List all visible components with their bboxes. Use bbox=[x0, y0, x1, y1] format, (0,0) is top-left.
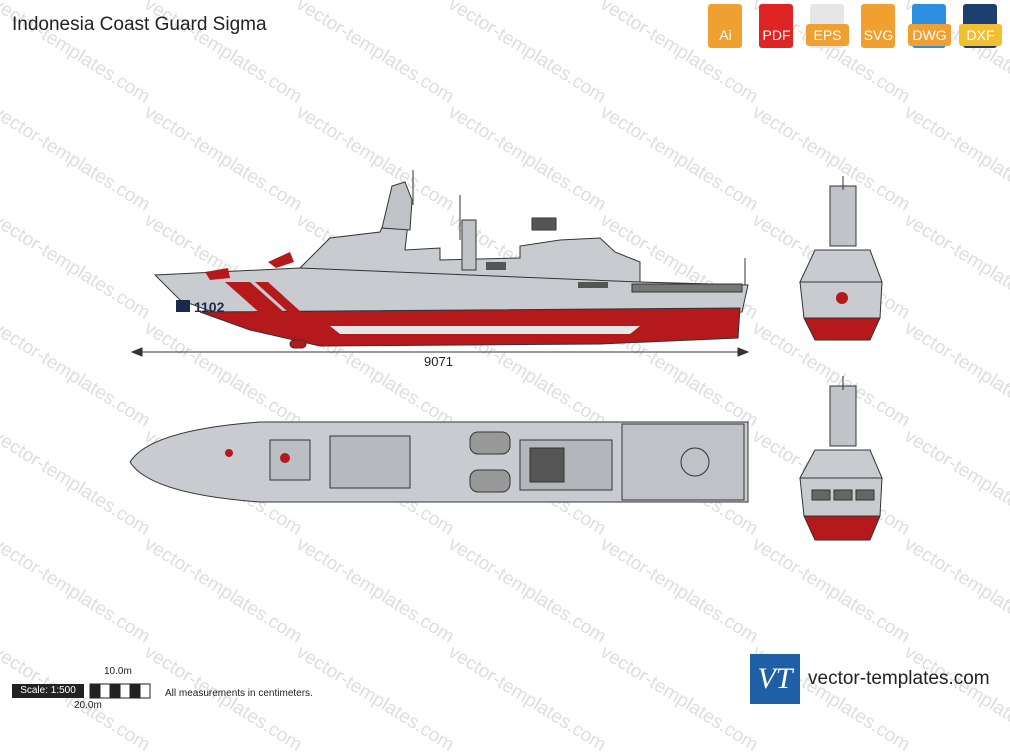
main-mast bbox=[381, 181, 413, 231]
scale-tick-20m: 20.0m bbox=[74, 700, 102, 711]
ship-blueprint: 1102 bbox=[89, 170, 883, 699]
format-icons: Ai PDF EPS SVG DWG DXF bbox=[704, 4, 1002, 50]
ai-format-icon[interactable]: Ai bbox=[704, 4, 747, 50]
side-view: 1102 bbox=[153, 170, 749, 349]
eps-format-icon[interactable]: EPS bbox=[806, 4, 849, 50]
pdf-format-icon[interactable]: PDF bbox=[755, 4, 798, 50]
length-dimension-line bbox=[130, 347, 750, 357]
top-view bbox=[129, 421, 749, 503]
scale-tick-10m: 10.0m bbox=[104, 666, 132, 677]
length-dimension: 9071 bbox=[424, 354, 453, 369]
radar bbox=[531, 217, 557, 231]
brand[interactable]: VT vector-templates.com bbox=[750, 654, 990, 704]
dxf-format-icon[interactable]: DXF bbox=[959, 4, 1002, 50]
rear-view bbox=[799, 376, 883, 541]
scale-bar bbox=[89, 683, 151, 699]
scale-label: Scale: 1:500 bbox=[12, 684, 84, 698]
front-view bbox=[799, 176, 883, 341]
page-title: Indonesia Coast Guard Sigma bbox=[12, 14, 267, 35]
dwg-format-icon[interactable]: DWG bbox=[908, 4, 951, 50]
hull-number: 1102 bbox=[194, 299, 225, 315]
vt-logo-icon: VT bbox=[750, 654, 800, 704]
brand-text: vector-templates.com bbox=[808, 668, 990, 689]
svg-format-icon[interactable]: SVG bbox=[857, 4, 900, 50]
measurement-note: All measurements in centimeters. bbox=[165, 688, 313, 699]
